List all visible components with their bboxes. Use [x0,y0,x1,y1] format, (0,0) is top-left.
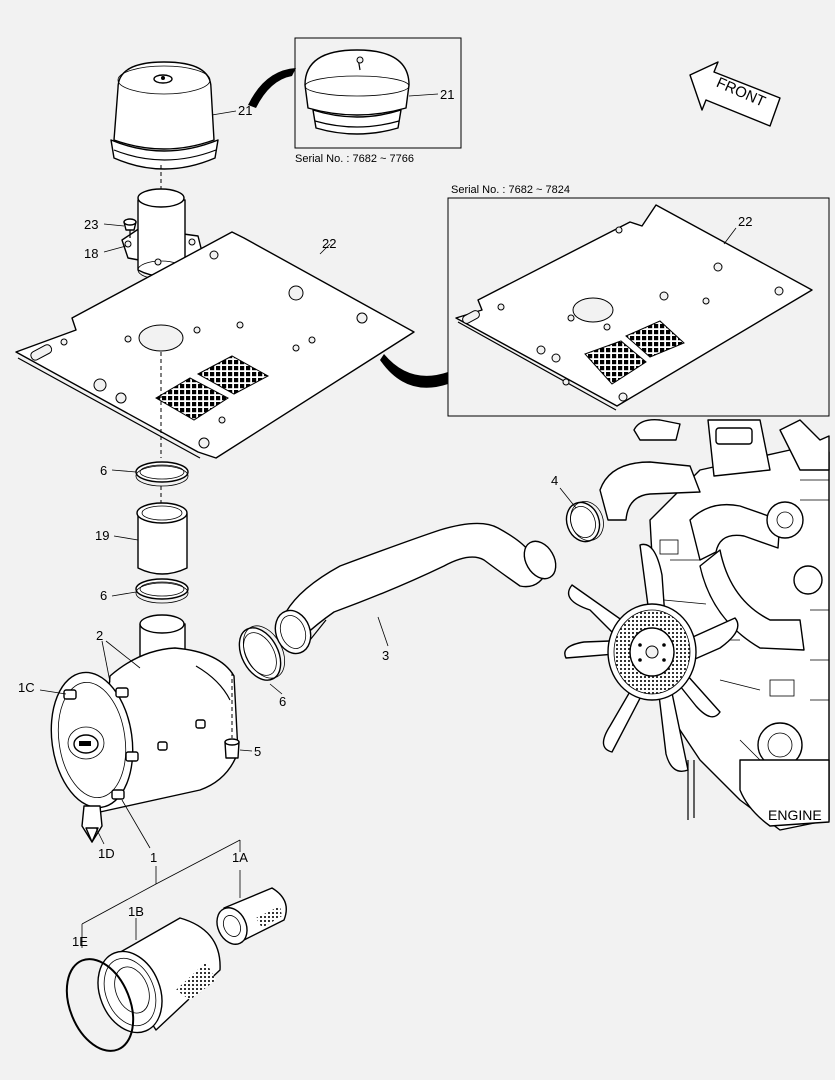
part-label-21: 21 [238,103,252,118]
inset-cap: 21 Serial No. : 7682 ~ 7766 [294,37,462,165]
part-21-cap: 21 [110,61,252,170]
part-label-1: 1 [150,850,157,865]
part-label-5: 5 [254,744,261,759]
engine-assembly [599,419,830,831]
part-19-hose [136,502,188,575]
part-label-1D: 1D [98,846,115,861]
engine-fan [564,543,739,772]
part-label-6-mid: 6 [100,588,107,603]
part-1B-primary-element [97,917,221,1034]
inset-plate: Serial No. : 7682 ~ 7824 22 [447,184,830,417]
part-label-21-inset: 21 [440,87,454,102]
inset-pointer-cap [248,68,296,108]
part-4-clamp [565,501,604,543]
part-label-3: 3 [382,648,389,663]
serial-note-cap: Serial No. : 7682 ~ 7766 [295,153,414,165]
part-label-18: 18 [84,246,98,261]
engine-label: ENGINE [768,807,822,823]
serial-note-plate: Serial No. : 7682 ~ 7824 [451,184,570,196]
part-5-indicator [224,672,240,759]
part-3-intake-hose [274,522,557,655]
part-label-22: 22 [322,236,336,251]
part-label-19: 19 [95,528,109,543]
part-label-23: 23 [84,217,98,232]
bolt-23-icon [123,218,137,238]
part-22-plate: 22 [15,231,415,459]
part-label-2: 2 [96,628,103,643]
part-label-1E: 1E [72,934,88,949]
part-label-1A: 1A [232,850,248,865]
part-label-1B: 1B [128,904,144,919]
part-label-4: 4 [551,473,558,488]
part-6-clamp-mid [135,578,189,604]
front-arrow-icon: FRONT [689,61,781,127]
part-1E-o-ring [65,958,135,1052]
part-label-1C: 1C [18,680,35,695]
part-2-air-cleaner [50,614,239,843]
part-label-6-right: 6 [279,694,286,709]
kit-tree-lines [81,839,241,948]
part-1A-safety-element [216,887,287,945]
part-label-6-top: 6 [100,463,107,478]
part-label-22-inset: 22 [738,214,752,229]
inset-pointer-plate [380,354,448,388]
part-6-clamp-top [135,461,189,487]
